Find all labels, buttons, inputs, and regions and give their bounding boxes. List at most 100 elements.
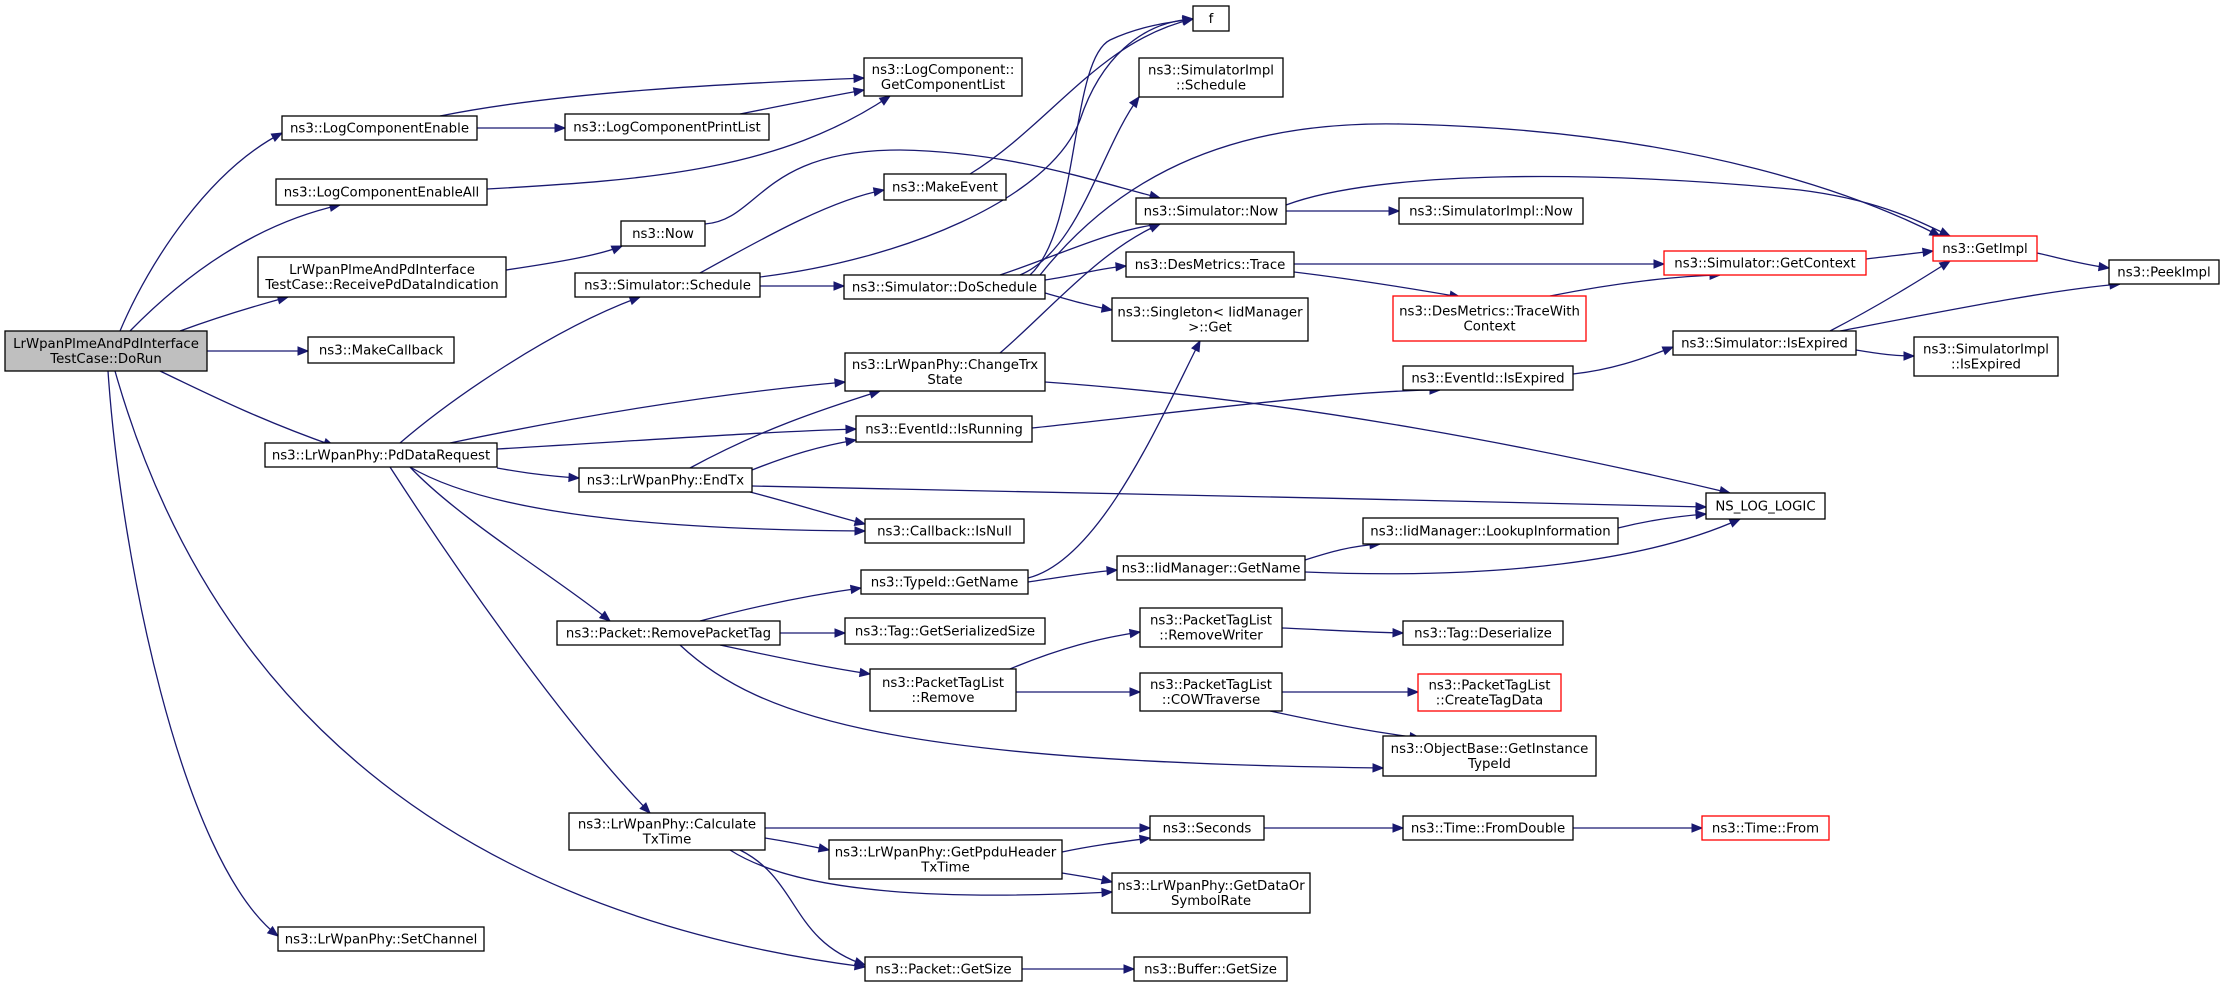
node-get-context[interactable]: ns3::Simulator::GetContext	[1663, 250, 1867, 276]
edge-receive-pd-to-now	[505, 245, 624, 271]
node-remove-packet-tag[interactable]: ns3::Packet::RemovePacketTag	[556, 620, 781, 646]
node-label: ns3::Tag::Deserialize	[1414, 627, 1552, 642]
node-box	[4, 330, 208, 372]
arrowhead	[1921, 247, 1935, 258]
node-box	[843, 274, 1046, 300]
node-cow-traverse[interactable]: ns3::PacketTagList::COWTraverse	[1139, 672, 1283, 712]
node-box	[564, 113, 770, 141]
node-singleton-get[interactable]: ns3::Singleton< IidManager >::Get	[1111, 297, 1309, 342]
node-get-impl[interactable]: ns3::GetImpl	[1932, 235, 2038, 262]
node-label: ns3::Simulator::DoSchedule	[852, 281, 1037, 296]
node-box	[568, 812, 766, 851]
node-buffer-get-size[interactable]: ns3::Buffer::GetSize	[1133, 956, 1288, 982]
node-seconds[interactable]: ns3::Seconds	[1149, 815, 1265, 841]
arrowhead	[817, 843, 831, 853]
node-make-callback[interactable]: ns3::MakeCallback	[307, 336, 455, 364]
node-ptl-remove[interactable]: ns3::PacketTagList::Remove	[869, 668, 1017, 712]
node-sim-impl-schedule[interactable]: ns3::SimulatorImpl::Schedule	[1138, 57, 1284, 98]
node-box	[1139, 607, 1283, 648]
node-cb-is-null[interactable]: ns3::Callback::IsNull	[864, 518, 1025, 544]
node-ptl-remove-writer[interactable]: ns3::PacketTagList::RemoveWriter	[1139, 607, 1283, 648]
node-iid-get-name[interactable]: ns3::IidManager::GetName	[1116, 555, 1306, 581]
edge-do-run-to-pd-data-request	[159, 370, 336, 447]
node-do-schedule[interactable]: ns3::Simulator::DoSchedule	[843, 274, 1046, 300]
node-peek-impl[interactable]: ns3::PeekImpl	[2108, 259, 2220, 285]
node-create-tag-data[interactable]: ns3::PacketTagList::CreateTagData	[1417, 673, 1562, 712]
node-box	[257, 256, 507, 298]
node-pd-data-request[interactable]: ns3::LrWpanPhy::PdDataRequest	[264, 442, 498, 468]
node-label: ns3::TypeId::GetName	[871, 576, 1019, 591]
arrowhead	[1123, 964, 1136, 974]
arrowhead	[1128, 628, 1142, 639]
node-des-trace[interactable]: ns3::DesMetrics::Trace	[1125, 251, 1295, 278]
node-log-print-list[interactable]: ns3::LogComponentPrintList	[564, 113, 770, 141]
node-end-tx[interactable]: ns3::LrWpanPhy::EndTx	[578, 467, 753, 493]
node-label: ns3::Seconds	[1163, 822, 1252, 837]
node-sim-schedule[interactable]: ns3::Simulator::Schedule	[574, 272, 761, 298]
node-label: ::CreateTagData	[1436, 694, 1543, 709]
node-label: ns3::PacketTagList	[882, 676, 1004, 691]
node-box	[869, 668, 1017, 712]
arrowhead	[610, 245, 624, 255]
arrowhead	[845, 424, 858, 435]
node-event-is-expired[interactable]: ns3::EventId::IsExpired	[1402, 365, 1574, 391]
edge-pd-data-request-to-remove-packet-tag	[409, 466, 612, 622]
node-label: ns3::LogComponentPrintList	[573, 121, 761, 136]
edge-sim-now-to-sim-impl-now	[1286, 206, 1401, 216]
node-ns-log-logic[interactable]: NS_LOG_LOGIC	[1705, 492, 1826, 520]
node-receive-pd[interactable]: LrWpanPlmeAndPdInterfaceTestCase::Receiv…	[257, 256, 507, 298]
node-now[interactable]: ns3::Now	[620, 220, 706, 247]
node-box	[1139, 672, 1283, 712]
node-log-comp-enable-all[interactable]: ns3::LogComponentEnableAll	[275, 178, 488, 206]
edge-do-schedule-to-sim-impl-schedule	[1019, 95, 1140, 276]
node-box	[844, 617, 1046, 645]
node-box	[281, 115, 478, 141]
edge-log-comp-enable-all-to-get-comp-list	[486, 95, 892, 190]
node-lookup-info[interactable]: ns3::IidManager::LookupInformation	[1362, 517, 1619, 545]
node-label: ns3::Buffer::GetSize	[1144, 963, 1277, 978]
node-box	[1135, 197, 1287, 225]
node-label: ::IsExpired	[1951, 358, 2021, 373]
node-sim-now[interactable]: ns3::Simulator::Now	[1135, 197, 1287, 225]
node-box	[620, 220, 706, 247]
edge-pd-data-request-to-is-running	[496, 424, 858, 450]
node-tag-deserialize[interactable]: ns3::Tag::Deserialize	[1402, 620, 1564, 646]
edge-pd-data-request-to-end-tx	[496, 467, 581, 483]
edge-from-double-to-time-from	[1573, 823, 1704, 833]
node-f[interactable]: f	[1192, 5, 1230, 32]
edge-remove-packet-tag-to-tag-ser-size	[780, 628, 847, 638]
node-get-comp-list[interactable]: ns3::LogComponent::GetComponentList	[863, 57, 1023, 97]
node-label: ns3::Singleton< IidManager	[1117, 306, 1303, 321]
node-time-from[interactable]: ns3::Time::From	[1701, 815, 1830, 841]
node-type-get-name[interactable]: ns3::TypeId::GetName	[860, 569, 1029, 595]
arrowhead	[1392, 628, 1405, 638]
node-tag-ser-size[interactable]: ns3::Tag::GetSerializedSize	[844, 617, 1046, 645]
node-box	[1672, 330, 1857, 356]
edge-pd-data-request-to-calc-tx-time	[389, 466, 651, 814]
edge-remove-packet-tag-to-ptl-remove	[719, 644, 872, 678]
node-packet-get-size[interactable]: ns3::Packet::GetSize	[864, 956, 1023, 982]
edge-calc-tx-time-to-packet-get-size	[739, 849, 867, 967]
arrowhead	[1407, 687, 1420, 697]
node-is-running[interactable]: ns3::EventId::IsRunning	[855, 415, 1033, 443]
edge-is-expired-sim-to-get-impl	[1829, 260, 1952, 332]
node-make-event[interactable]: ns3::MakeEvent	[883, 173, 1007, 201]
node-label: ns3::MakeCallback	[319, 344, 444, 359]
arrowhead	[297, 346, 310, 356]
node-is-expired-sim[interactable]: ns3::Simulator::IsExpired	[1672, 330, 1857, 356]
node-sim-impl-now[interactable]: ns3::SimulatorImpl::Now	[1398, 197, 1584, 225]
arrowhead	[1139, 823, 1152, 833]
node-log-comp-enable[interactable]: ns3::LogComponentEnable	[281, 115, 478, 141]
node-sim-impl-is-expired[interactable]: ns3::SimulatorImpl::IsExpired	[1913, 336, 2059, 377]
node-set-channel[interactable]: ns3::LrWpanPhy::SetChannel	[277, 926, 485, 952]
edge-seconds-to-from-double	[1264, 823, 1405, 833]
edge-change-trx-to-ns-log-logic	[1044, 381, 1732, 496]
node-from-double[interactable]: ns3::Time::FromDouble	[1402, 815, 1574, 841]
